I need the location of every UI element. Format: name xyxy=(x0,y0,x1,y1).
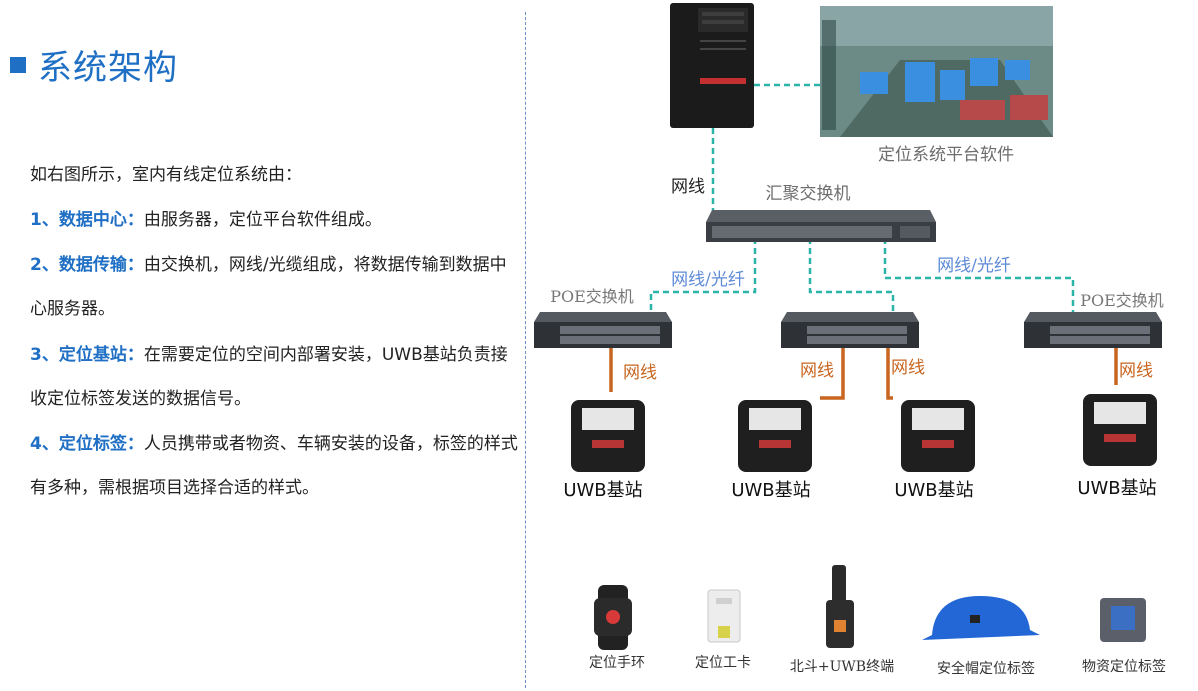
tag-label-badge: 定位工卡 xyxy=(695,655,751,671)
uwb-station-2-label: UWB基站 xyxy=(731,480,810,501)
badge-card-icon xyxy=(707,589,741,643)
platform-screenshot xyxy=(820,6,1053,137)
core-switch-label: 汇聚交换机 xyxy=(766,184,851,204)
poe-switch-middle-icon xyxy=(781,312,919,348)
platform-label: 定位系统平台软件 xyxy=(878,145,1014,165)
item-body: 由服务器，定位平台软件组成。 xyxy=(143,210,382,230)
poe-switch-right-icon xyxy=(1024,312,1162,348)
poe-left-label: POE交换机 xyxy=(550,287,634,306)
network-links xyxy=(649,83,1075,328)
page-title: 系统架构 xyxy=(38,48,178,88)
uwb-station-1-label: UWB基站 xyxy=(563,480,642,501)
cable-label-2: 网线 xyxy=(800,361,834,381)
item-head: 3、定位基站： xyxy=(30,345,144,365)
server-link-label: 网线 xyxy=(671,177,705,197)
cables xyxy=(609,348,1118,400)
title-square-icon xyxy=(10,56,26,73)
tag-label-asset: 物资定位标签 xyxy=(1082,658,1166,675)
title-block: 系统架构 xyxy=(10,40,178,89)
uwb-station-4-icon xyxy=(1083,394,1157,466)
uwb-station-1-icon xyxy=(571,400,645,472)
uplink-left-label: 网线/光纤 xyxy=(671,270,745,290)
cable-label-3: 网线 xyxy=(891,358,925,378)
item-location-tag: 4、定位标签：人员携带或者物资、车辆安装的设备，标签的样式有多种，需根据项目选择… xyxy=(30,422,520,510)
item-body: 在需要定位的空间内部署安装，UWB基站负责接收定位标签发送的数据信号。 xyxy=(30,345,508,409)
item-head: 1、数据中心： xyxy=(30,210,144,230)
core-switch-icon xyxy=(706,210,936,242)
tag-label-terminal: 北斗+UWB终端 xyxy=(790,659,894,675)
poe-right-label: POE交换机 xyxy=(1080,291,1164,310)
wristband-icon xyxy=(594,585,632,650)
tag-label-helmet: 安全帽定位标签 xyxy=(937,660,1035,677)
intro-text: 如右图所示，室内有线定位系统由： xyxy=(30,165,302,185)
item-data-center: 1、数据中心：由服务器，定位平台软件组成。 xyxy=(30,198,520,242)
item-data-transfer: 2、数据传输：由交换机，网线/光缆组成，将数据传输到数据中心服务器。 xyxy=(30,243,520,331)
item-head: 4、定位标签： xyxy=(30,434,144,454)
poe-switch-left-icon xyxy=(534,312,672,348)
cable-label-4: 网线 xyxy=(1119,361,1153,381)
item-base-station: 3、定位基站：在需要定位的空间内部署安装，UWB基站负责接收定位标签发送的数据信… xyxy=(30,333,520,421)
item-body: 人员携带或者物资、车辆安装的设备，标签的样式有多种，需根据项目选择合适的样式。 xyxy=(30,434,518,498)
item-body: 由交换机，网线/光缆组成，将数据传输到数据中心服务器。 xyxy=(30,255,507,319)
section-divider xyxy=(525,12,526,688)
safety-helmet-icon xyxy=(922,596,1040,640)
uwb-station-2-icon xyxy=(738,400,812,472)
cable-label-1: 网线 xyxy=(623,363,657,383)
uwb-station-4-label: UWB基站 xyxy=(1077,478,1156,499)
uwb-station-3-label: UWB基站 xyxy=(894,480,973,501)
tag-label-wristband: 定位手环 xyxy=(589,655,645,671)
item-head: 2、数据传输： xyxy=(30,255,144,275)
asset-tag-icon xyxy=(1100,598,1146,642)
uplink-right-label: 网线/光纤 xyxy=(937,256,1011,276)
server-icon xyxy=(670,3,754,128)
uwb-station-3-icon xyxy=(901,400,975,472)
beidou-terminal-icon xyxy=(826,565,854,648)
